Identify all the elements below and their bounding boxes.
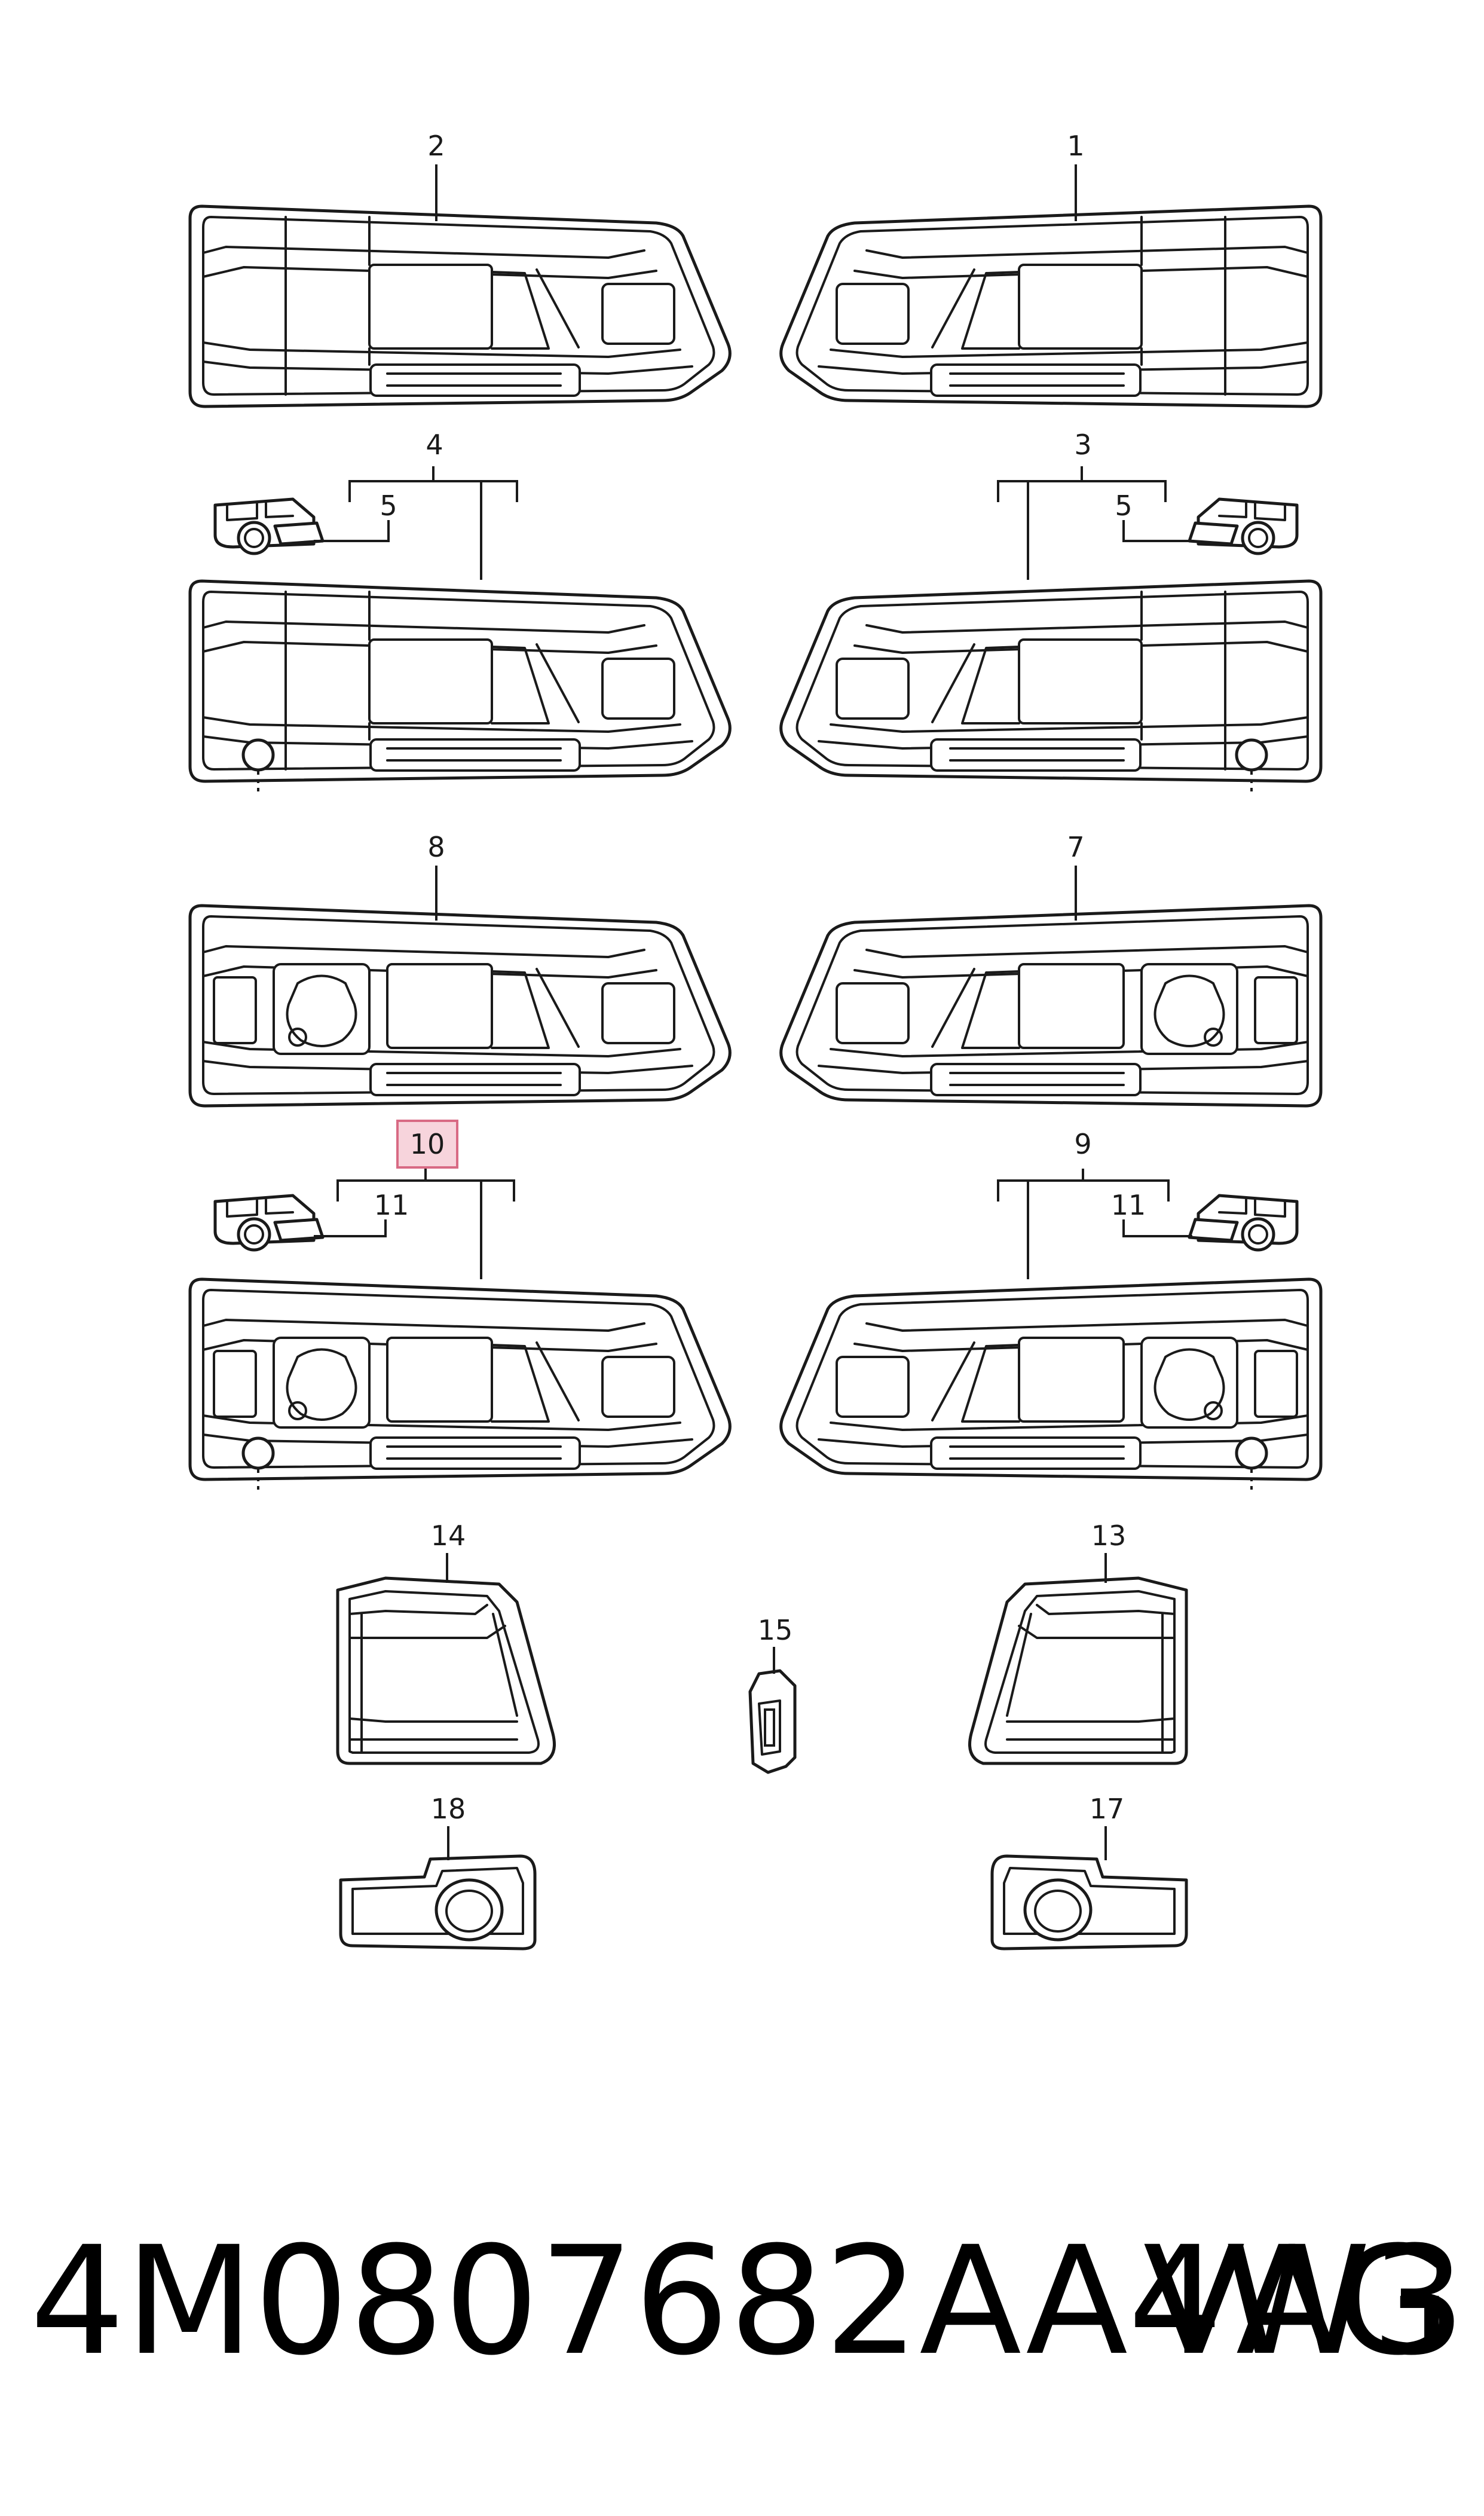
part-13-trim [970, 1578, 1187, 1763]
part-5-bracket-right [1189, 499, 1297, 554]
part-4-assembly [190, 581, 730, 792]
callout-5-left: 5 [380, 490, 397, 522]
callout-18: 18 [431, 1793, 466, 1825]
parts-diagram: 2 1 4 5 3 5 8 7 [0, 130, 1484, 2152]
callout-1: 1 [1067, 130, 1084, 162]
callout-11-left: 11 [374, 1189, 409, 1221]
part-5-bracket-left [215, 499, 323, 554]
callout-14: 14 [431, 1520, 466, 1552]
callout-7: 7 [1067, 831, 1084, 863]
part-17-bezel [992, 1856, 1186, 1949]
part-8-grille [190, 906, 730, 1106]
callout-13: 13 [1091, 1520, 1127, 1552]
part-1-grille [781, 206, 1321, 406]
part-7-grille [781, 906, 1321, 1106]
callout-8: 8 [427, 831, 445, 863]
part-18-bezel [341, 1856, 535, 1949]
brand-name: VAG [1143, 2214, 1451, 2388]
part-10-assembly [190, 1279, 730, 1491]
part-11-bracket-left [215, 1196, 323, 1250]
callout-17: 17 [1090, 1793, 1125, 1825]
part-15-clip [750, 1671, 795, 1772]
part-number: 4M0807682AA4W3 [30, 2214, 1466, 2388]
part-2-grille [190, 206, 730, 406]
part-14-trim [338, 1578, 555, 1763]
callout-15: 15 [758, 1614, 793, 1646]
callout-9: 9 [1074, 1128, 1091, 1160]
callout-5-right: 5 [1115, 490, 1132, 522]
part-3-assembly [781, 581, 1321, 792]
footer: 4M0807682AA4W3 VAG [0, 2212, 1484, 2391]
part-11-bracket-right [1189, 1196, 1297, 1250]
callout-4: 4 [426, 429, 443, 461]
callout-3: 3 [1074, 429, 1091, 461]
callout-2: 2 [427, 130, 445, 162]
callout-10-highlight [396, 1120, 458, 1169]
callout-11-right: 11 [1111, 1189, 1146, 1221]
part-9-assembly [781, 1279, 1321, 1491]
callout-10: 10 [410, 1128, 445, 1160]
